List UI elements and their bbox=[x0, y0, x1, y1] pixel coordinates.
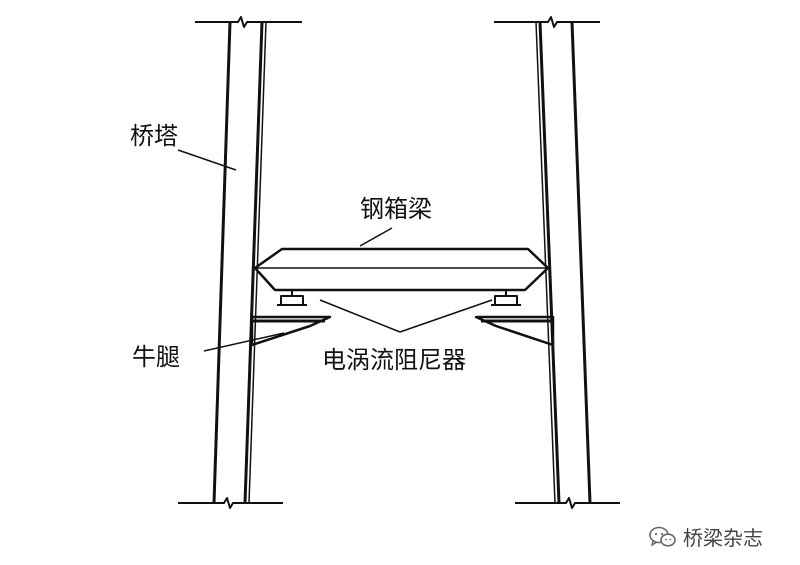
corbel-leader-line bbox=[203, 332, 285, 352]
right-tower-inner-edge bbox=[538, 21, 561, 504]
right-corbel-shape bbox=[474, 315, 555, 347]
steel-box-girder-label: 钢箱梁 bbox=[360, 195, 432, 223]
right-tower-top-break bbox=[494, 16, 600, 28]
watermark-text: 桥梁杂志 bbox=[683, 526, 763, 550]
right-tower-bottom-break bbox=[515, 497, 620, 509]
damper-leader-line-left bbox=[319, 299, 401, 333]
watermark: 桥梁杂志 bbox=[648, 522, 763, 551]
left-tower bbox=[178, 16, 302, 509]
left-damper bbox=[277, 290, 307, 306]
eddy-current-damper-label: 电涡流阻尼器 bbox=[322, 346, 466, 374]
left-tower-bottom-break bbox=[178, 497, 283, 509]
right-tower-inner-face bbox=[535, 21, 556, 504]
girder-outline bbox=[253, 247, 550, 292]
left-tower-inner-edge bbox=[243, 21, 264, 504]
right-damper bbox=[491, 290, 521, 306]
right-damper-body bbox=[494, 295, 518, 306]
left-tower-top-break bbox=[195, 16, 302, 28]
left-corbel-shape bbox=[250, 315, 332, 347]
left-damper-body bbox=[280, 295, 304, 306]
right-tower-outer-edge bbox=[570, 21, 592, 504]
right-tower bbox=[494, 16, 620, 509]
corbel-label: 牛腿 bbox=[132, 343, 180, 371]
tower-label: 桥塔 bbox=[130, 122, 178, 150]
wechat-icon bbox=[649, 526, 676, 547]
tower-leader-line bbox=[177, 149, 237, 171]
left-corbel bbox=[250, 315, 332, 347]
girder-leader-line bbox=[359, 227, 393, 247]
steel-box-girder bbox=[253, 247, 550, 292]
left-tower-inner-face bbox=[248, 21, 267, 504]
right-corbel bbox=[474, 315, 555, 347]
damper-leader-line-right bbox=[399, 299, 493, 333]
left-tower-outer-edge bbox=[212, 21, 232, 504]
